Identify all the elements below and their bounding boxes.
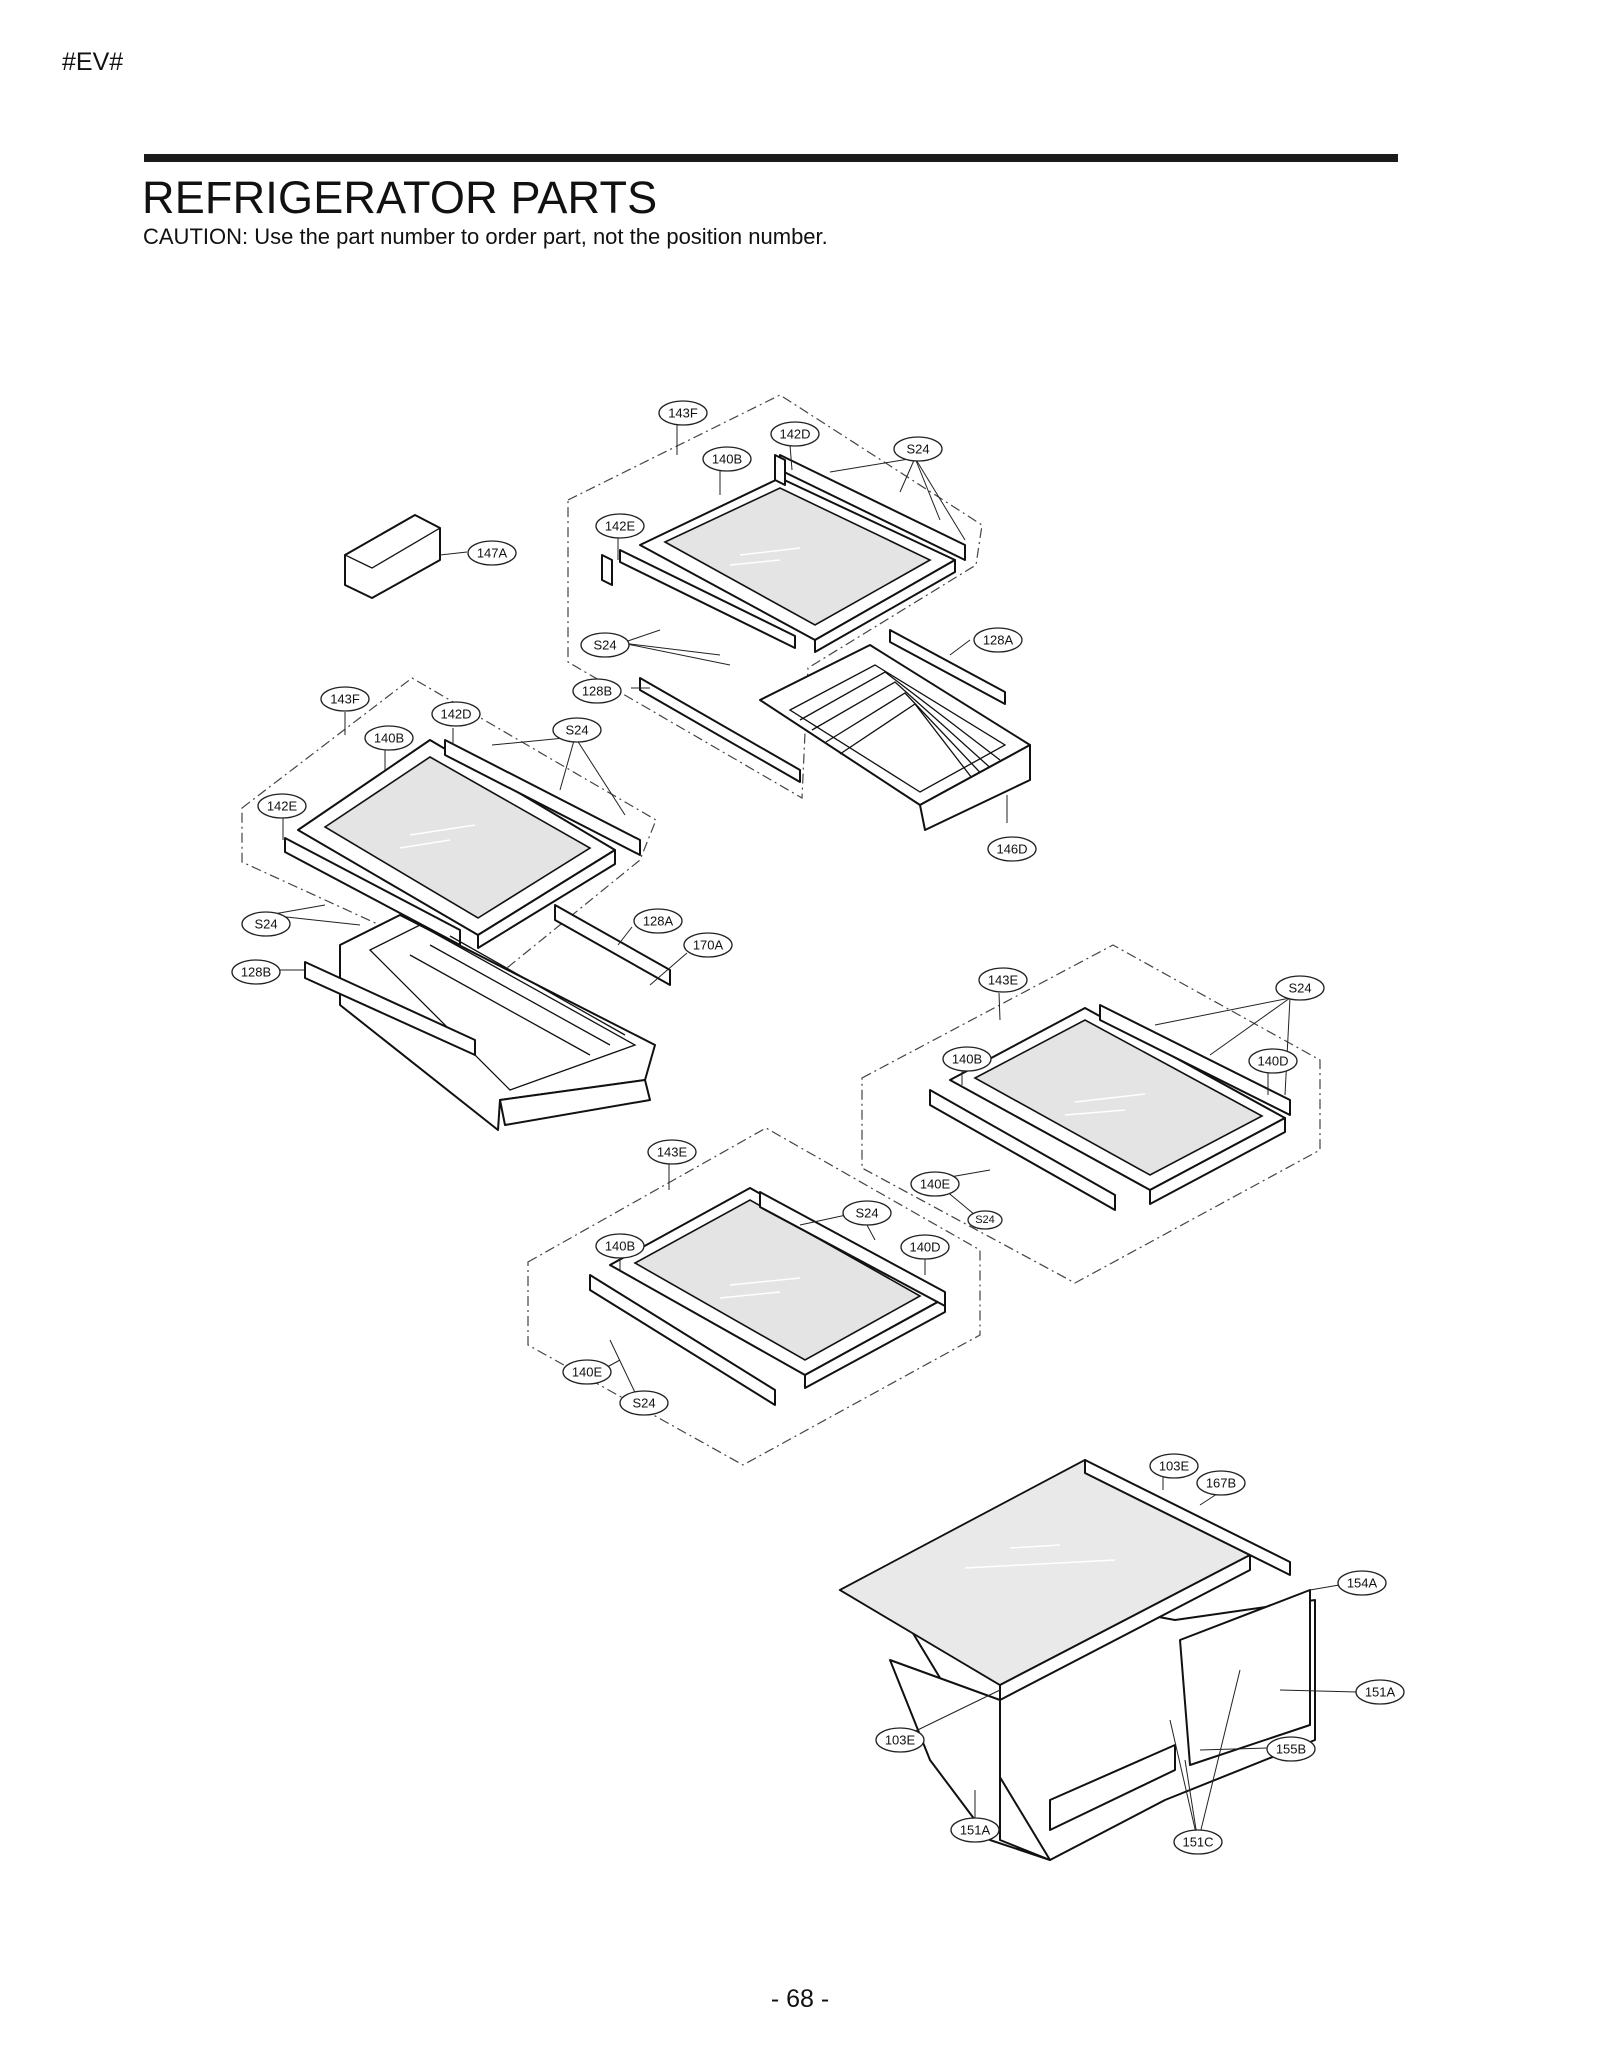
part-label: S24 bbox=[842, 1200, 892, 1226]
part-label: 103E bbox=[875, 1727, 925, 1753]
part-label: 140E bbox=[562, 1359, 612, 1385]
part-label: S24 bbox=[1275, 975, 1325, 1001]
svg-text:140B: 140B bbox=[952, 1052, 982, 1067]
part-label: 167B bbox=[1196, 1470, 1246, 1496]
svg-text:140E: 140E bbox=[572, 1365, 603, 1380]
svg-text:143F: 143F bbox=[330, 692, 360, 707]
part-label: 128A bbox=[973, 627, 1023, 653]
part-label: 151C bbox=[1173, 1829, 1223, 1855]
svg-text:140B: 140B bbox=[712, 452, 742, 467]
part-label: 170A bbox=[683, 932, 733, 958]
svg-text:S24: S24 bbox=[254, 917, 277, 932]
svg-text:128A: 128A bbox=[983, 633, 1014, 648]
shelf-assembly-upper bbox=[567, 394, 1031, 831]
svg-text:140E: 140E bbox=[920, 1177, 951, 1192]
svg-text:128B: 128B bbox=[241, 965, 271, 980]
shelf-assembly-right bbox=[861, 944, 1321, 1284]
svg-text:S24: S24 bbox=[975, 1214, 995, 1226]
page-number: - 68 - bbox=[770, 1985, 830, 2013]
svg-text:S24: S24 bbox=[906, 442, 929, 457]
part-label: 143E bbox=[978, 967, 1028, 993]
svg-text:143E: 143E bbox=[988, 973, 1019, 988]
svg-text:128A: 128A bbox=[643, 914, 674, 929]
svg-text:S24: S24 bbox=[632, 1396, 655, 1411]
part-label: 142E bbox=[595, 513, 645, 539]
part-label: S24 bbox=[580, 632, 630, 658]
page-title: REFRIGERATOR PARTS bbox=[142, 172, 658, 223]
part-label: 154A bbox=[1337, 1570, 1387, 1596]
svg-text:170A: 170A bbox=[693, 938, 724, 953]
svg-text:146D: 146D bbox=[996, 842, 1027, 857]
part-label: S24 bbox=[967, 1210, 1003, 1230]
svg-text:143F: 143F bbox=[668, 406, 698, 421]
svg-text:140B: 140B bbox=[374, 731, 404, 746]
svg-text:151A: 151A bbox=[960, 1823, 991, 1838]
part-label: 147A bbox=[467, 540, 517, 566]
part-label: 140D bbox=[900, 1234, 950, 1260]
caution-note: CAUTION: Use the part number to order pa… bbox=[143, 224, 828, 249]
part-label: 128A bbox=[633, 908, 683, 934]
svg-text:155B: 155B bbox=[1276, 1742, 1306, 1757]
svg-text:140B: 140B bbox=[605, 1239, 635, 1254]
svg-text:S24: S24 bbox=[593, 638, 616, 653]
svg-text:154A: 154A bbox=[1347, 1576, 1378, 1591]
crisper-assembly bbox=[838, 1459, 1316, 1861]
svg-text:128B: 128B bbox=[582, 684, 612, 699]
part-label: 140E bbox=[910, 1171, 960, 1197]
part-label: 143E bbox=[647, 1139, 697, 1165]
part-label: S24 bbox=[552, 717, 602, 743]
svg-text:140D: 140D bbox=[1257, 1054, 1288, 1069]
part-label: S24 bbox=[893, 436, 943, 462]
part-label: 143F bbox=[320, 686, 370, 712]
part-label: S24 bbox=[241, 911, 291, 937]
svg-text:140D: 140D bbox=[909, 1240, 940, 1255]
door-bin-147a bbox=[343, 514, 442, 599]
part-label: 146D bbox=[987, 836, 1037, 862]
part-label: 128B bbox=[231, 959, 281, 985]
svg-text:143E: 143E bbox=[657, 1145, 688, 1160]
shelf-assembly-left bbox=[241, 677, 671, 1131]
title-rule bbox=[144, 154, 1398, 162]
part-label: 143F bbox=[658, 400, 708, 426]
svg-text:151C: 151C bbox=[1182, 1835, 1213, 1850]
part-label: 140B bbox=[364, 725, 414, 751]
part-label: 155B bbox=[1266, 1736, 1316, 1762]
svg-text:S24: S24 bbox=[565, 723, 588, 738]
page-tag: #EV# bbox=[62, 48, 124, 76]
svg-text:142E: 142E bbox=[267, 799, 298, 814]
part-label: 103E bbox=[1149, 1453, 1199, 1479]
part-label: 142D bbox=[770, 421, 820, 447]
part-label: 128B bbox=[572, 678, 622, 704]
svg-text:S24: S24 bbox=[1288, 981, 1311, 996]
part-label: 151A bbox=[1355, 1679, 1405, 1705]
svg-text:147A: 147A bbox=[477, 546, 508, 561]
svg-text:S24: S24 bbox=[855, 1206, 878, 1221]
svg-text:151A: 151A bbox=[1365, 1685, 1396, 1700]
part-label: 142E bbox=[257, 793, 307, 819]
svg-text:142D: 142D bbox=[440, 707, 471, 722]
part-label: 140B bbox=[942, 1046, 992, 1072]
shelf-assembly-middle bbox=[527, 1127, 981, 1466]
svg-text:142E: 142E bbox=[605, 519, 636, 534]
part-label: 151A bbox=[950, 1817, 1000, 1843]
part-label: 140B bbox=[595, 1233, 645, 1259]
part-label: 140B bbox=[702, 446, 752, 472]
svg-text:167B: 167B bbox=[1206, 1476, 1236, 1491]
part-label: S24 bbox=[619, 1390, 669, 1416]
leader-lines bbox=[267, 420, 1358, 1843]
svg-text:142D: 142D bbox=[779, 427, 810, 442]
svg-text:103E: 103E bbox=[885, 1733, 916, 1748]
part-label: 140D bbox=[1248, 1048, 1298, 1074]
part-label: 142D bbox=[431, 701, 481, 727]
svg-text:103E: 103E bbox=[1159, 1459, 1190, 1474]
